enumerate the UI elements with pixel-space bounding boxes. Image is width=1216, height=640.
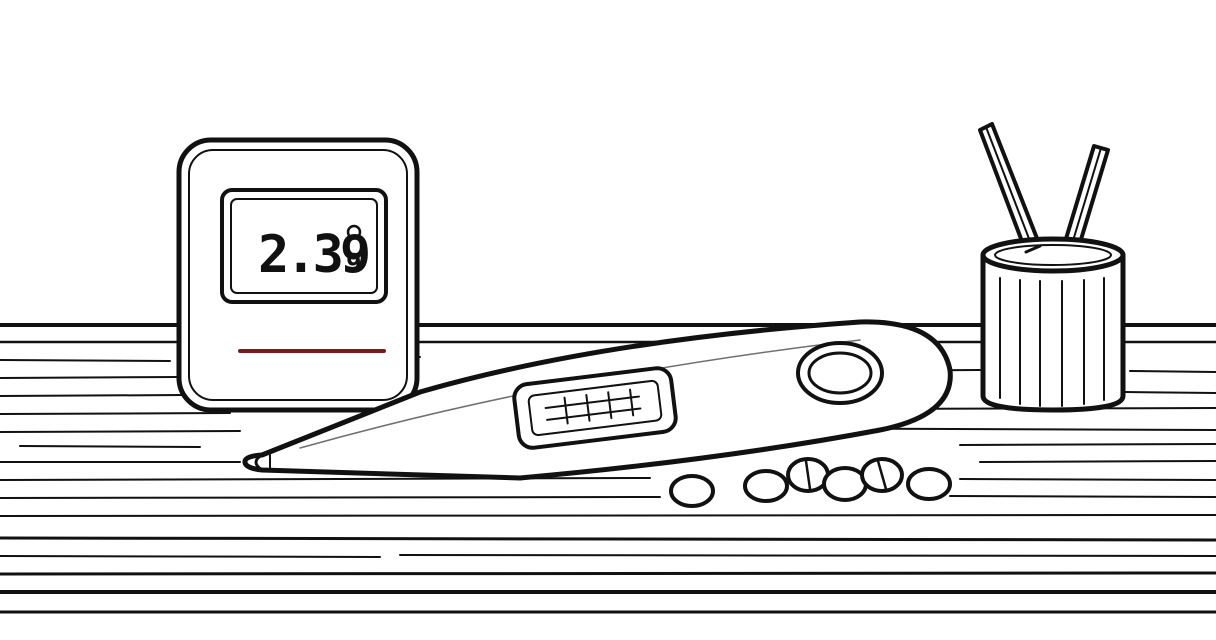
clock-display-digits: 2.39: [258, 225, 368, 285]
pencil-cup-icon: [978, 122, 1126, 413]
pill-icon: [906, 467, 952, 501]
degree-symbol: [346, 224, 362, 240]
digital-thermometer-icon: [242, 319, 953, 481]
pills: [669, 457, 952, 508]
cup-ribs: [999, 277, 1105, 407]
pill-icon: [786, 457, 830, 493]
pill-icon: [669, 474, 715, 508]
thermometer-button: [796, 341, 884, 405]
pill-icon: [822, 466, 868, 502]
pencil: [978, 122, 1042, 254]
pill-icon: [743, 469, 789, 503]
clock-display-suffix: 9: [346, 249, 362, 279]
digital-clock-icon: 2.39 9: [176, 137, 420, 413]
pill-icon: [860, 457, 904, 493]
thermometer-display: [512, 366, 678, 450]
